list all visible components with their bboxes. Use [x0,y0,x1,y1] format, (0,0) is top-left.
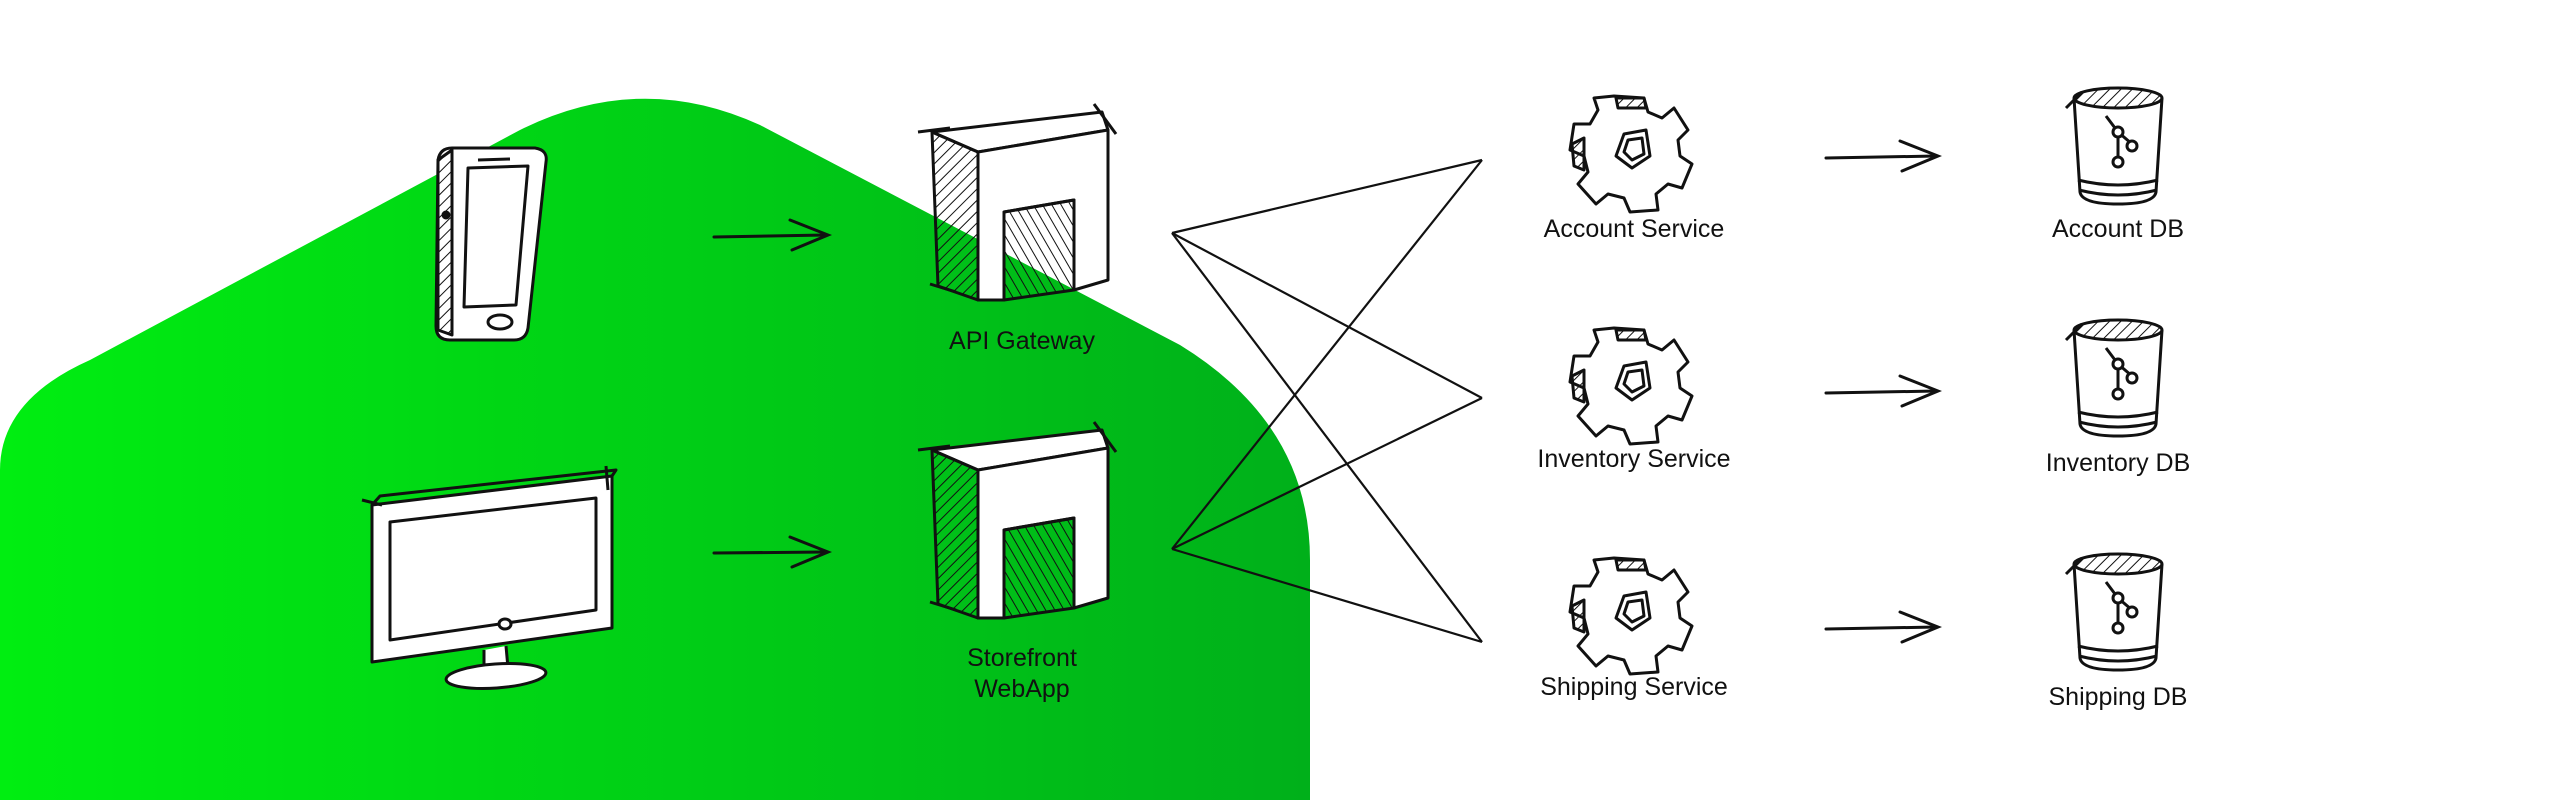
gateway-building-icon [917,421,1118,620]
account-db-label: Account DB [2051,215,2185,243]
database-icon [2064,552,2164,672]
gear-icon [1568,94,1694,214]
edge-shipping-service-to-shipping-db [1824,610,1942,644]
gateway-building-icon [917,103,1118,302]
edge-account-service-to-account-db [1824,139,1942,173]
gear-icon [1568,326,1694,446]
api-gateway-label: API Gateway [949,327,1095,355]
inventory-db-label: Inventory DB [2045,449,2191,477]
gear-icon [1568,556,1694,676]
edge-mobile-to-api-gateway [712,218,832,252]
database-icon [2064,318,2164,438]
monitor-icon [361,465,618,690]
inventory-service-label: Inventory Service [1537,445,1731,473]
shipping-service-label: Shipping Service [1540,673,1728,701]
edge-storefront-to-shipping-service [1171,547,1483,644]
edge-storefront-to-inventory-service [1171,397,1483,550]
edge-desktop-to-storefront [712,535,832,569]
shipping-db-label: Shipping DB [2048,683,2188,711]
smartphone-icon [434,146,548,342]
edge-storefront-to-account-service [1171,159,1483,550]
storefront-label: Storefront WebApp [967,644,1077,703]
edge-inventory-service-to-inventory-db [1824,374,1942,408]
edge-api-gateway-to-shipping-service [1171,232,1483,643]
database-icon [2064,86,2164,206]
edge-api-gateway-to-account-service [1171,158,1483,235]
edge-api-gateway-to-inventory-service [1171,232,1483,399]
account-service-label: Account Service [1543,215,1725,243]
